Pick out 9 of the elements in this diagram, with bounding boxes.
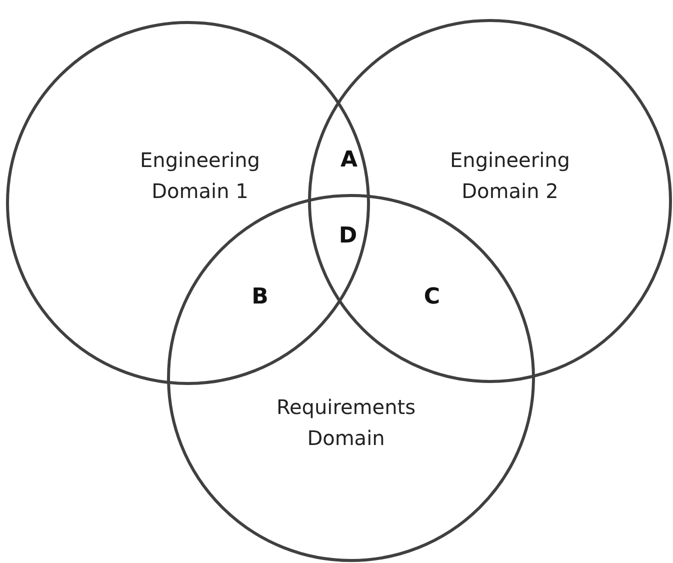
circle-label: Engineering Domain 2	[449, 147, 571, 205]
region-letter: B	[252, 284, 268, 310]
region-letter: C	[424, 284, 440, 310]
circle-label: Engineering Domain 1	[139, 147, 261, 205]
region-letter: A	[340, 148, 358, 172]
circle-label: Requirements Domain	[275, 394, 417, 452]
venn-circle	[308, 19, 672, 383]
region-letter: D	[338, 224, 358, 248]
venn-circle	[6, 21, 370, 385]
